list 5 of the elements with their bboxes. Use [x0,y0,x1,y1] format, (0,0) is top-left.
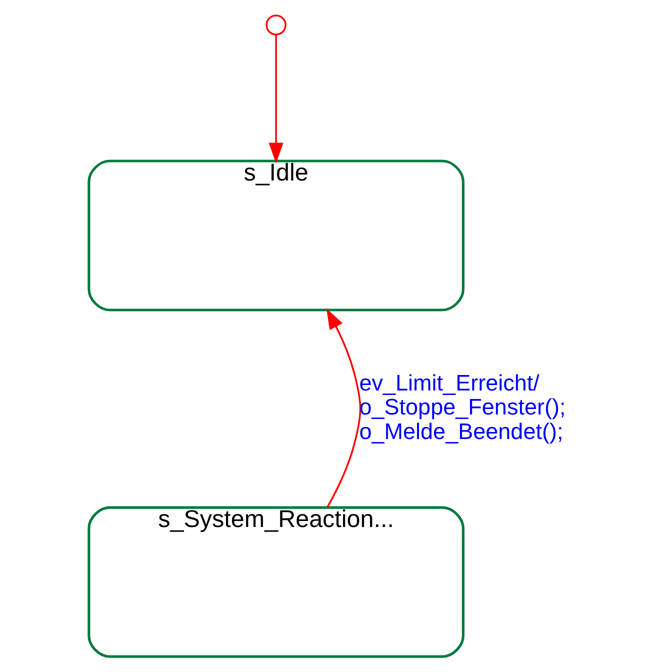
arrow [268,34,284,164]
arrow [326,308,362,508]
node-circle [266,14,286,36]
node-box: s_Idle [88,160,464,312]
node-box: s_System_Reaction... [88,506,464,658]
